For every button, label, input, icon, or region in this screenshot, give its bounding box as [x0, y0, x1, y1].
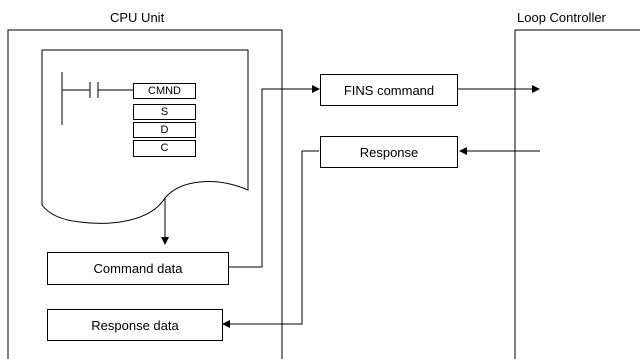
- instruction-operand-d: D: [133, 122, 196, 138]
- fins-command-box: FINS command: [320, 74, 458, 106]
- command-data-box: Command data: [47, 252, 229, 285]
- ladder-rung: [61, 72, 133, 125]
- cpu-unit-title: CPU Unit: [110, 10, 165, 25]
- loop-controller-frame: [514, 29, 640, 359]
- response-data-box: Response data: [47, 309, 223, 341]
- instruction-operand-c: C: [133, 140, 196, 157]
- arrow-response-to-response-data: [222, 150, 319, 328]
- arrow-command-data-to-fins: [229, 85, 320, 268]
- cpu-unit-frame: [7, 29, 283, 359]
- instruction-mnemonic: CMND: [133, 83, 196, 99]
- loop-controller-title: Loop Controller: [517, 10, 606, 25]
- instruction-operand-s: S: [133, 104, 196, 120]
- response-box: Response: [320, 136, 458, 168]
